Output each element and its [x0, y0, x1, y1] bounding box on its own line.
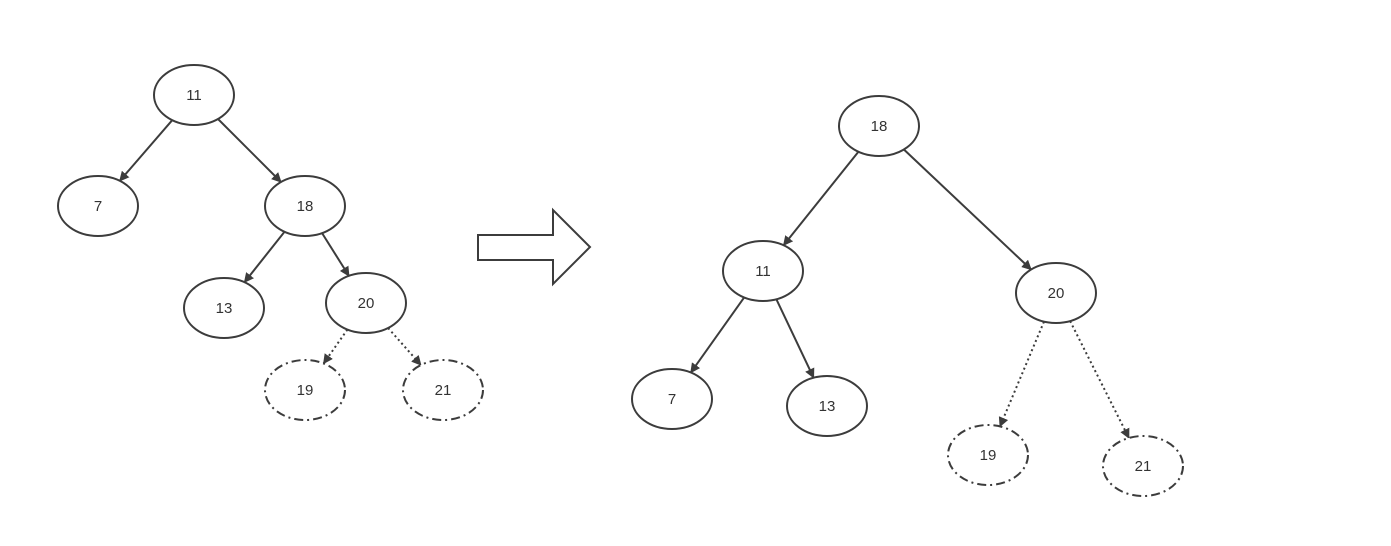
node-ellipse	[264, 359, 346, 421]
node-ellipse	[838, 95, 920, 157]
node-label: 18	[871, 118, 888, 135]
tree-node: 20	[1015, 262, 1097, 324]
tree-node: 7	[57, 175, 139, 237]
tree-node: 21	[402, 359, 484, 421]
edge-b18-to-b13	[243, 231, 286, 284]
before-tree: 11 7 18 13 20 19 21	[57, 64, 484, 421]
tree-node: 11	[153, 64, 235, 126]
node-label: 7	[94, 198, 102, 215]
edge-b20-to-b19	[322, 328, 349, 365]
tree-node: 7	[631, 368, 713, 430]
edge-a11-to-a7	[690, 296, 745, 374]
node-label: 21	[1135, 458, 1152, 475]
node-label: 13	[216, 300, 233, 317]
node-ellipse	[153, 64, 235, 126]
node-label: 18	[297, 198, 314, 215]
node-label: 19	[980, 447, 997, 464]
edge-b18-to-b20	[321, 232, 350, 277]
edge-a18-to-a20	[903, 148, 1032, 271]
edge-a18-to-a11	[782, 151, 860, 247]
tree-node: 18	[264, 175, 346, 237]
node-label: 19	[297, 382, 314, 399]
node-label: 20	[1048, 285, 1065, 302]
edge-a20-to-a21	[1069, 320, 1130, 439]
node-ellipse	[183, 277, 265, 339]
tree-node: 18	[838, 95, 920, 157]
right-arrow-icon	[477, 207, 592, 287]
after-tree: 18 11 20 7 13 19 21	[631, 95, 1184, 497]
node-ellipse	[631, 368, 713, 430]
node-ellipse	[325, 272, 407, 334]
edge-a11-to-a13	[775, 298, 815, 379]
tree-node: 19	[947, 424, 1029, 486]
tree-node: 19	[264, 359, 346, 421]
node-ellipse	[722, 240, 804, 302]
edge-b11-to-b18	[217, 118, 282, 183]
tree-node: 11	[722, 240, 804, 302]
node-ellipse	[57, 175, 139, 237]
tree-node: 13	[183, 277, 265, 339]
node-ellipse	[1015, 262, 1097, 324]
node-label: 21	[435, 382, 452, 399]
tree-node: 21	[1102, 435, 1184, 497]
edge-b11-to-b7	[119, 119, 173, 182]
edge-a20-to-a19	[998, 321, 1045, 428]
tree-node: 20	[325, 272, 407, 334]
node-label: 11	[186, 87, 202, 104]
node-label: 7	[668, 391, 676, 408]
node-label: 13	[819, 398, 836, 415]
node-label: 20	[358, 295, 375, 312]
tree-node: 13	[786, 375, 868, 437]
node-ellipse	[947, 424, 1029, 486]
node-ellipse	[1102, 435, 1184, 497]
node-ellipse	[264, 175, 346, 237]
edge-b20-to-b21	[387, 327, 422, 366]
node-ellipse	[786, 375, 868, 437]
node-ellipse	[402, 359, 484, 421]
node-label: 11	[755, 263, 771, 280]
